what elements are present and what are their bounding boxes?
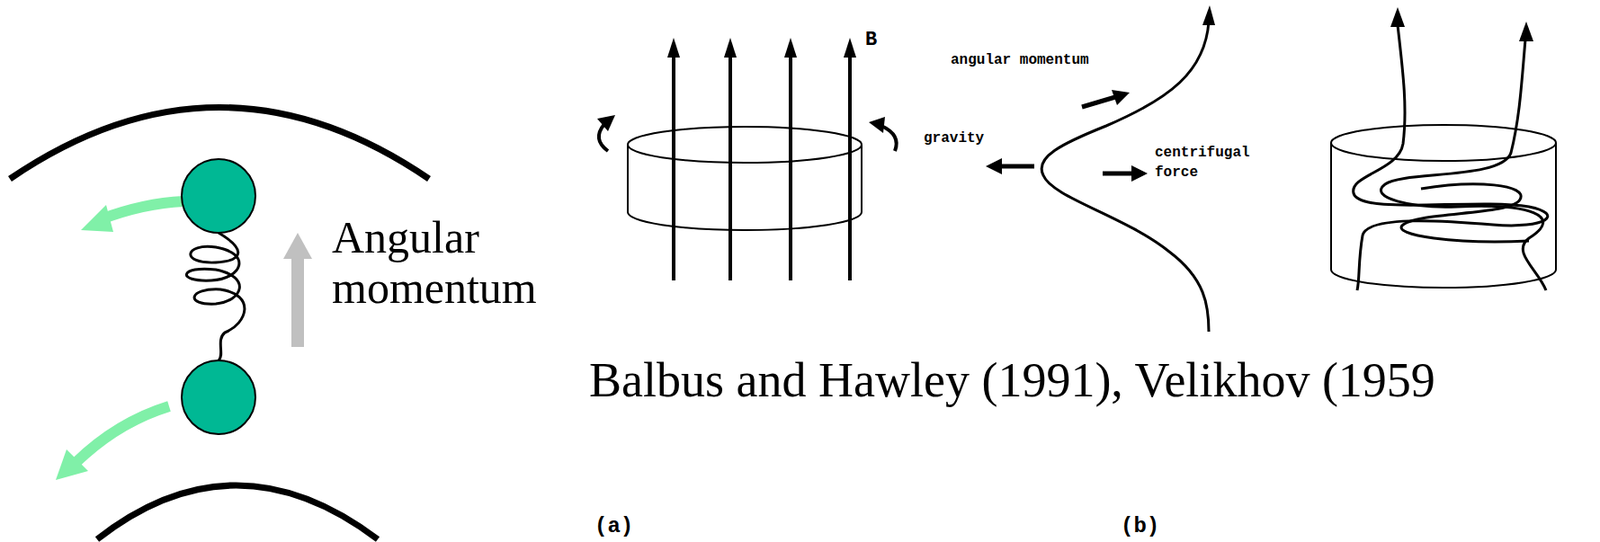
disk-top xyxy=(1331,125,1556,161)
arrowhead xyxy=(1390,7,1405,27)
annotation-label: Angular momentum xyxy=(331,212,602,313)
disk-side xyxy=(1330,143,1332,270)
disk-top xyxy=(627,126,862,163)
motion-arrow xyxy=(100,201,184,220)
arrowhead xyxy=(55,449,89,481)
field-line xyxy=(848,53,852,281)
force-arrow xyxy=(1000,164,1035,170)
disk-arc xyxy=(97,485,378,540)
disk-bottom xyxy=(1331,269,1556,288)
panel-label: (b) xyxy=(1120,514,1160,540)
arrowhead xyxy=(597,115,616,132)
force-label: angular momentum xyxy=(950,52,1090,69)
arrowhead xyxy=(1519,21,1534,42)
force-label: centrifugal force xyxy=(1154,143,1272,184)
rotation-arrow xyxy=(881,125,897,152)
arrowhead xyxy=(868,116,885,134)
arrowhead xyxy=(283,232,313,260)
arrowhead xyxy=(80,205,114,233)
arrowhead xyxy=(784,37,797,58)
force-arrow xyxy=(1081,97,1116,108)
arrowhead xyxy=(985,158,1002,175)
panel-label: (a) xyxy=(594,514,634,540)
arrowhead xyxy=(1111,89,1130,106)
mass-circle xyxy=(181,159,256,233)
mass-circle xyxy=(181,360,256,435)
tangled-field-line xyxy=(1401,184,1529,242)
arrowhead xyxy=(724,37,737,58)
field-line xyxy=(788,53,793,281)
field-line xyxy=(671,53,676,281)
arrowhead xyxy=(843,37,857,58)
motion-arrow xyxy=(75,406,170,464)
transfer-arrow xyxy=(291,257,304,348)
field-line xyxy=(728,53,733,281)
disk-side xyxy=(1555,143,1557,270)
arrowhead xyxy=(1202,5,1216,26)
disk-side xyxy=(860,144,863,213)
spring xyxy=(186,232,245,361)
disk-bottom xyxy=(627,212,862,231)
disk-side xyxy=(626,144,629,213)
citation: Balbus and Hawley (1991), Velikhov (1959 xyxy=(589,352,1436,409)
tangled-field-line xyxy=(1380,39,1547,291)
force-arrow xyxy=(1102,171,1134,177)
force-label: gravity xyxy=(923,130,984,147)
field-symbol: B xyxy=(865,28,877,52)
arrowhead xyxy=(1131,165,1148,182)
tangled-field-line xyxy=(1353,25,1548,291)
arrowhead xyxy=(667,37,680,58)
